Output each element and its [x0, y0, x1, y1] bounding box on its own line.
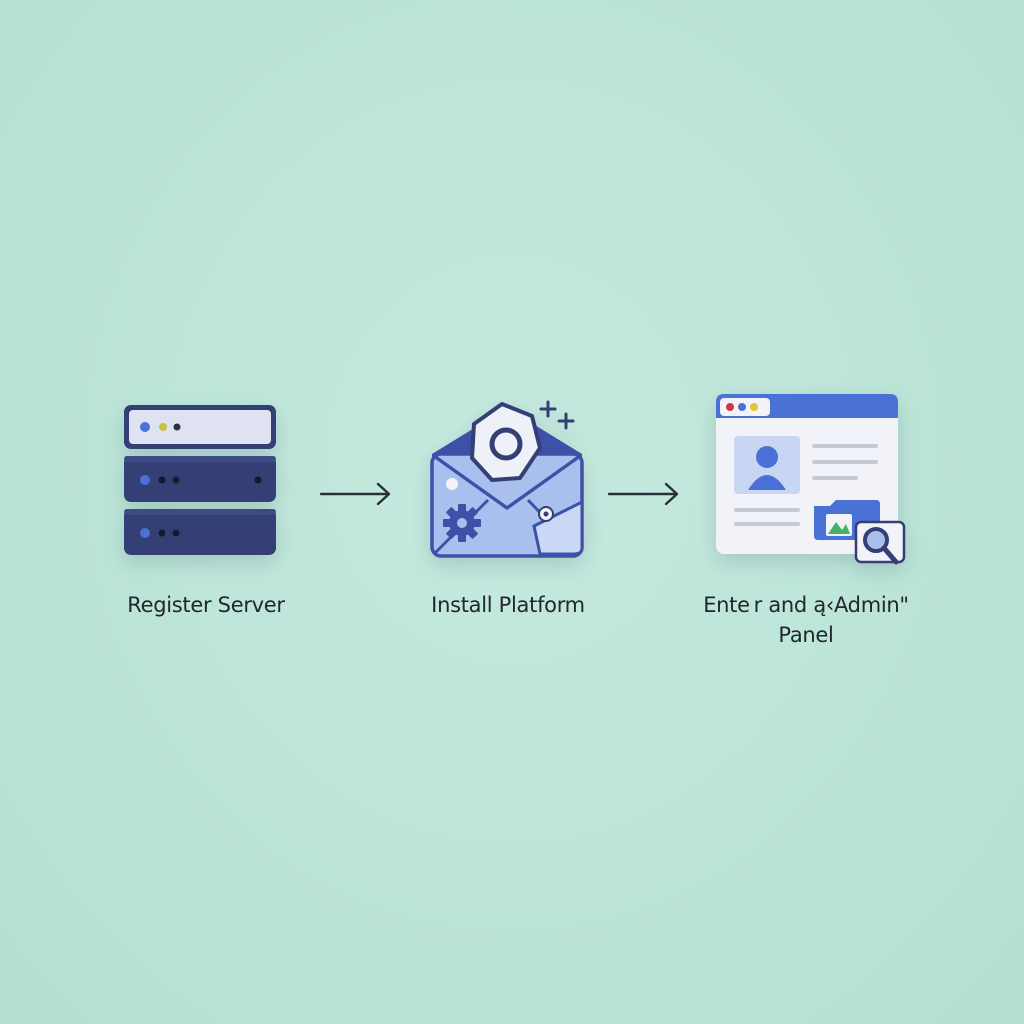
step-label-line: Register Server: [127, 593, 285, 617]
step-label-line: Install Platform: [431, 593, 585, 617]
admin-panel-browser-icon: [716, 394, 906, 565]
step-label-register-server: Register Server: [96, 590, 316, 620]
step-label-line: Panel: [778, 623, 834, 647]
server-rack-icon: [124, 405, 276, 555]
arrow-right-icon: [607, 482, 679, 506]
install-package-icon: [430, 400, 584, 558]
step-label-install-platform: Install Platform: [398, 590, 618, 620]
step-label-admin-panel: Ente r and ą‹Admin" Panel: [676, 590, 936, 650]
step-label-line: Ente r and ą‹Admin": [703, 593, 909, 617]
arrow-right-icon: [319, 482, 391, 506]
